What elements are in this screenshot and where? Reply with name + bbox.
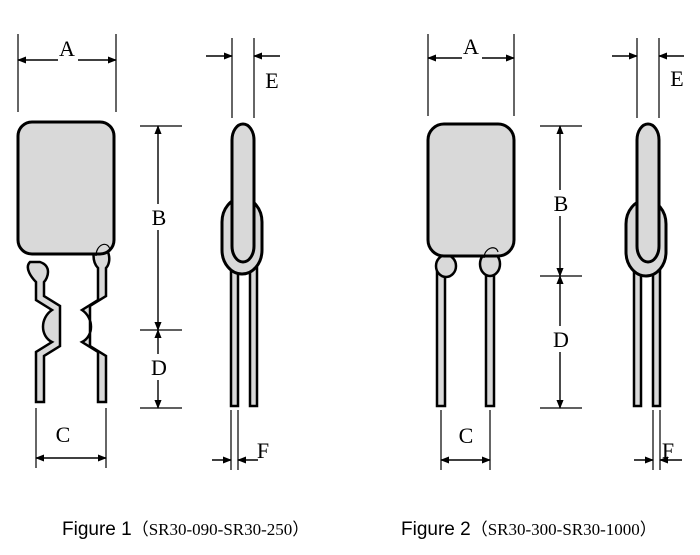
figure2-side-lead-left: [632, 260, 643, 408]
figure2-label-c: C: [459, 423, 474, 448]
figure1-label-c: C: [56, 422, 71, 447]
figure2-left-solder: [434, 253, 458, 279]
figure2-caption-title: Figure 2: [401, 519, 471, 540]
figure1-label-e: E: [265, 68, 278, 93]
figure1-caption-title: Figure 1: [62, 519, 132, 540]
figure2-side-chip: [635, 122, 661, 264]
figure2-dimension-e: E: [612, 38, 684, 118]
figure1-caption-range: （SR30-090-SR30-250）: [131, 520, 310, 539]
figure2-side-lead-right: [651, 260, 662, 408]
figure1-side-chip: [230, 122, 256, 264]
figure1-side-lead-right: [248, 260, 259, 408]
figure2-dimension-a: A: [427, 34, 515, 116]
figure1-dimension-e: E: [206, 38, 280, 118]
figure1-left-lead: [26, 260, 62, 404]
figure1-dimension-c: C: [35, 408, 107, 468]
figure2-ptc-body: [426, 122, 516, 258]
figure2-label-d: D: [553, 327, 569, 352]
figure2-front-view: [426, 122, 516, 408]
figure1-dimension-b-d: B D: [140, 125, 182, 409]
figure2-dimension-b-d: B D: [540, 125, 582, 409]
figure1-front-view: [16, 120, 116, 404]
figure1-label-a: A: [59, 36, 75, 61]
figure2-dimension-c: C: [440, 410, 491, 470]
figure1-ptc-body: [16, 120, 116, 256]
figure1-dimension-a: A: [17, 34, 117, 112]
figure2-caption-range: （SR30-300-SR30-1000）: [470, 520, 657, 539]
figure2-label-a: A: [463, 34, 479, 59]
figure2-caption: Figure 2（SR30-300-SR30-1000）: [401, 515, 657, 541]
figure2-left-lead: [435, 270, 447, 408]
figure1-label-f: F: [257, 438, 269, 463]
figure1-right-lead: [79, 242, 111, 404]
figure1-caption: Figure 1（SR30-090-SR30-250）: [62, 515, 309, 541]
figure2-lead-bend: [483, 247, 499, 259]
figure1-lead-bend: [95, 243, 111, 257]
figure1-side-view: [220, 122, 264, 408]
figure1-label-b: B: [152, 205, 167, 230]
figure2-label-b: B: [554, 191, 569, 216]
figure2-label-e: E: [670, 66, 683, 91]
figure1-label-d: D: [151, 355, 167, 380]
figure2-dimension-f: F: [634, 410, 682, 470]
figure2-label-f: F: [662, 438, 674, 463]
figure1-dimension-f: F: [212, 410, 269, 470]
figure2-right-lead: [484, 270, 496, 408]
figure1-side-lead-left: [229, 260, 240, 408]
figure2-side-view: [624, 122, 668, 408]
